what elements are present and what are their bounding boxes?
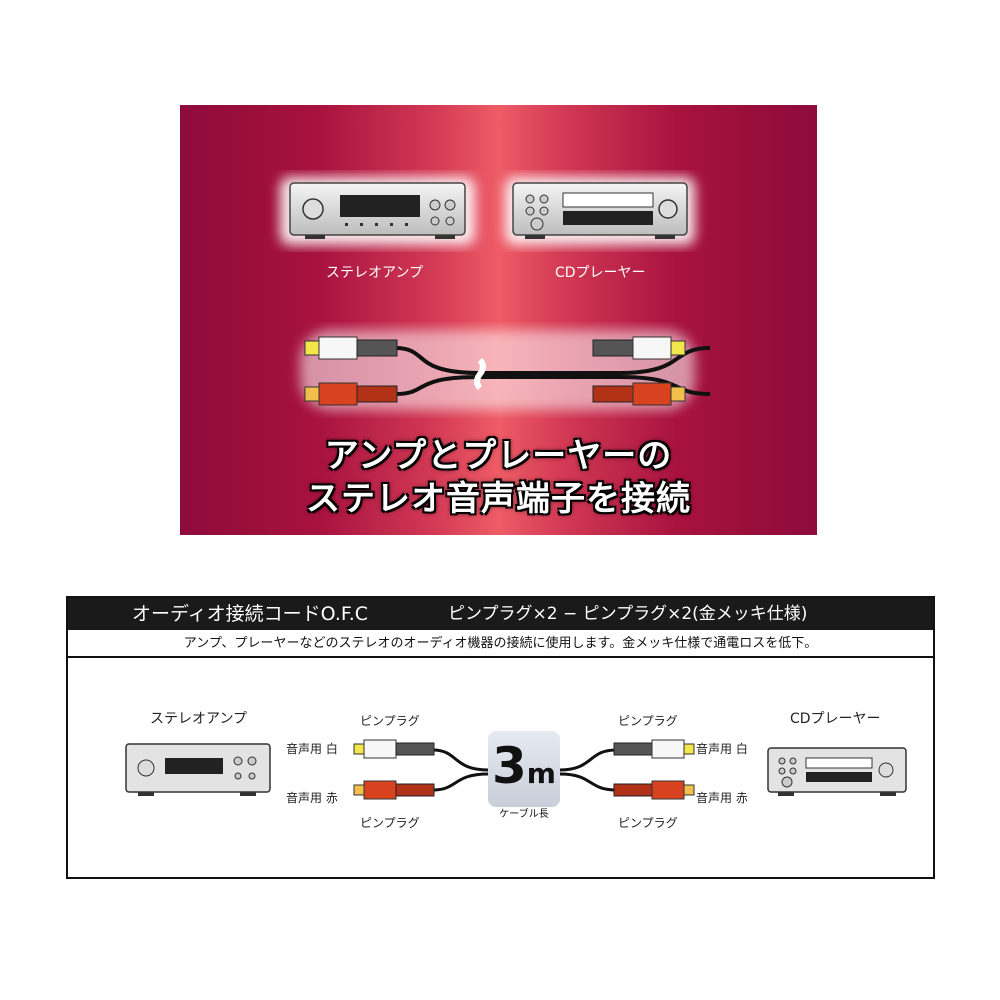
red-pin-plug-right-icon (613, 780, 695, 800)
hero-illustration (280, 177, 711, 410)
hero-banner: ステレオアンプ CDプレーヤー アンプとプレーヤーの ステレオ音声端子を接続 (180, 105, 817, 535)
audio-white-left-label: 音声用 白 (286, 742, 338, 756)
plug-label-bottom-right: ピンプラグ (618, 816, 678, 830)
plug-label-top-left: ピンプラグ (360, 714, 420, 728)
white-pin-plug-left-icon (353, 739, 435, 759)
plug-label-bottom-left: ピンプラグ (360, 816, 420, 830)
hero-amp-label: ステレオアンプ (326, 265, 424, 281)
cable-length-badge: 3m (488, 731, 560, 807)
spec-description: アンプ、プレーヤーなどのステレオのオーディオ機器の接続に使用します。金メッキ仕様… (68, 630, 933, 658)
cd-player-icon (767, 747, 907, 796)
hero-title-line1: アンプとプレーヤーの (324, 436, 673, 476)
spec-header-title: オーディオ接続コードO.F.C (132, 603, 369, 625)
plug-label-top-right: ピンプラグ (618, 714, 678, 728)
red-pin-plug-left-icon (353, 780, 435, 800)
audio-red-right-label: 音声用 赤 (696, 791, 748, 805)
length-number: 3 (492, 737, 527, 795)
spec-header: オーディオ接続コードO.F.C ピンプラグ×2 − ピンプラグ×2(金メッキ仕様… (68, 598, 933, 630)
hero-cd-label: CDプレーヤー (555, 265, 646, 281)
hero-title-line2: ステレオ音声端子を接続 (306, 479, 691, 519)
connection-diagram (125, 739, 907, 800)
diagram-amp-label: ステレオアンプ (150, 711, 248, 727)
rca-cable-icon (300, 330, 711, 410)
spec-panel: オーディオ接続コードO.F.C ピンプラグ×2 − ピンプラグ×2(金メッキ仕様… (66, 596, 935, 879)
cd-player-device-icon (505, 177, 695, 245)
diagram-cd-label: CDプレーヤー (790, 711, 881, 727)
length-unit: m (526, 757, 556, 790)
cable-length-value: 3m (488, 731, 560, 809)
white-pin-plug-right-icon (613, 739, 695, 759)
cable-length-caption: ケーブル長 (499, 809, 549, 820)
amplifier-icon (125, 743, 271, 796)
spec-header-plugs: ピンプラグ×2 − ピンプラグ×2(金メッキ仕様) (448, 604, 808, 624)
amplifier-device-icon (280, 177, 475, 245)
audio-red-left-label: 音声用 赤 (286, 791, 338, 805)
audio-white-right-label: 音声用 白 (696, 742, 748, 756)
